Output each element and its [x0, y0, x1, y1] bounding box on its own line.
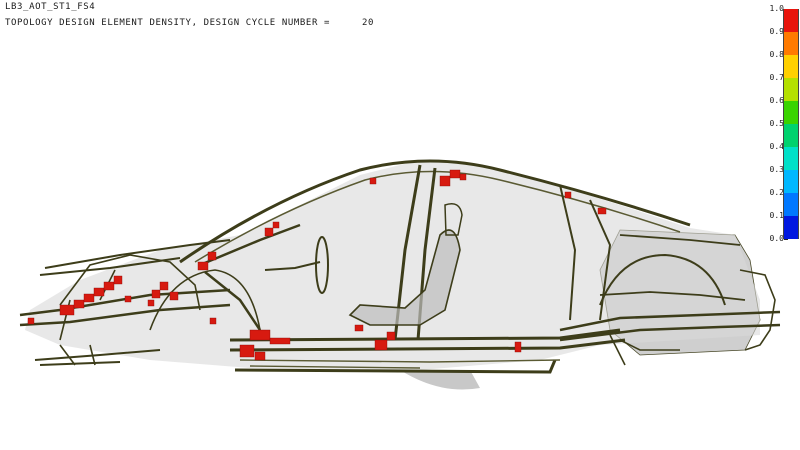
roof-rail [179, 159, 691, 264]
rear-bumper [739, 269, 776, 351]
steering-column [264, 261, 321, 271]
model-name: LB3_AOT_ST1_FS4 [5, 2, 96, 12]
plot-subtitle: TOPOLOGY DESIGN ELEMENT DENSITY, DESIGN … [5, 18, 330, 28]
density-legend: 1.0 0.9 0.8 0.7 0.6 0.5 0.4 0.3 0.2 0.1 0.0 [752, 0, 800, 250]
legend-label: 0.7 [769, 73, 784, 82]
legend-label: 0.4 [769, 142, 784, 151]
legend-label: 0.8 [769, 50, 784, 59]
a-pillar [199, 223, 301, 331]
rocker-sill [229, 328, 626, 374]
steering-wheel [315, 236, 329, 294]
legend-label: 0.0 [769, 234, 784, 243]
design-cycle-number: 20 [362, 18, 375, 28]
front-lower-member [34, 349, 161, 366]
floor-tunnel [239, 359, 561, 369]
front-upper-rail [39, 239, 231, 276]
legend-color-swatch [783, 55, 799, 78]
legend-color-swatch [783, 101, 799, 124]
legend-color-swatch [783, 78, 799, 101]
rear-rail [559, 310, 781, 342]
headrest [444, 203, 463, 236]
high-density-regions [27, 169, 607, 361]
legend-color-swatch [783, 32, 799, 55]
legend-label: 0.3 [769, 165, 784, 174]
legend-label: 1.0 [769, 4, 784, 13]
legend-color-swatch [783, 170, 799, 193]
seat [348, 229, 461, 326]
front-suspension [59, 344, 96, 366]
legend-color-swatch [783, 193, 799, 216]
legend-label: 0.1 [769, 211, 784, 220]
legend-color-swatch [783, 216, 799, 239]
legend-color-swatch [783, 9, 799, 32]
legend-label: 0.6 [769, 96, 784, 105]
rear-wheel-house [599, 253, 726, 306]
front-wheel-house [149, 269, 261, 331]
legend-label: 0.2 [769, 188, 784, 197]
legend-color-swatch [783, 124, 799, 147]
body-side-fill [25, 160, 760, 370]
rear-suspension [609, 334, 680, 366]
legend-tick [784, 239, 788, 240]
legend-label: 0.9 [769, 27, 784, 36]
legend-label: 0.5 [769, 119, 784, 128]
front-rail [19, 288, 231, 327]
roof-rail-inner [194, 170, 681, 263]
underbody-shade [400, 370, 480, 390]
legend-color-swatch [783, 147, 799, 170]
